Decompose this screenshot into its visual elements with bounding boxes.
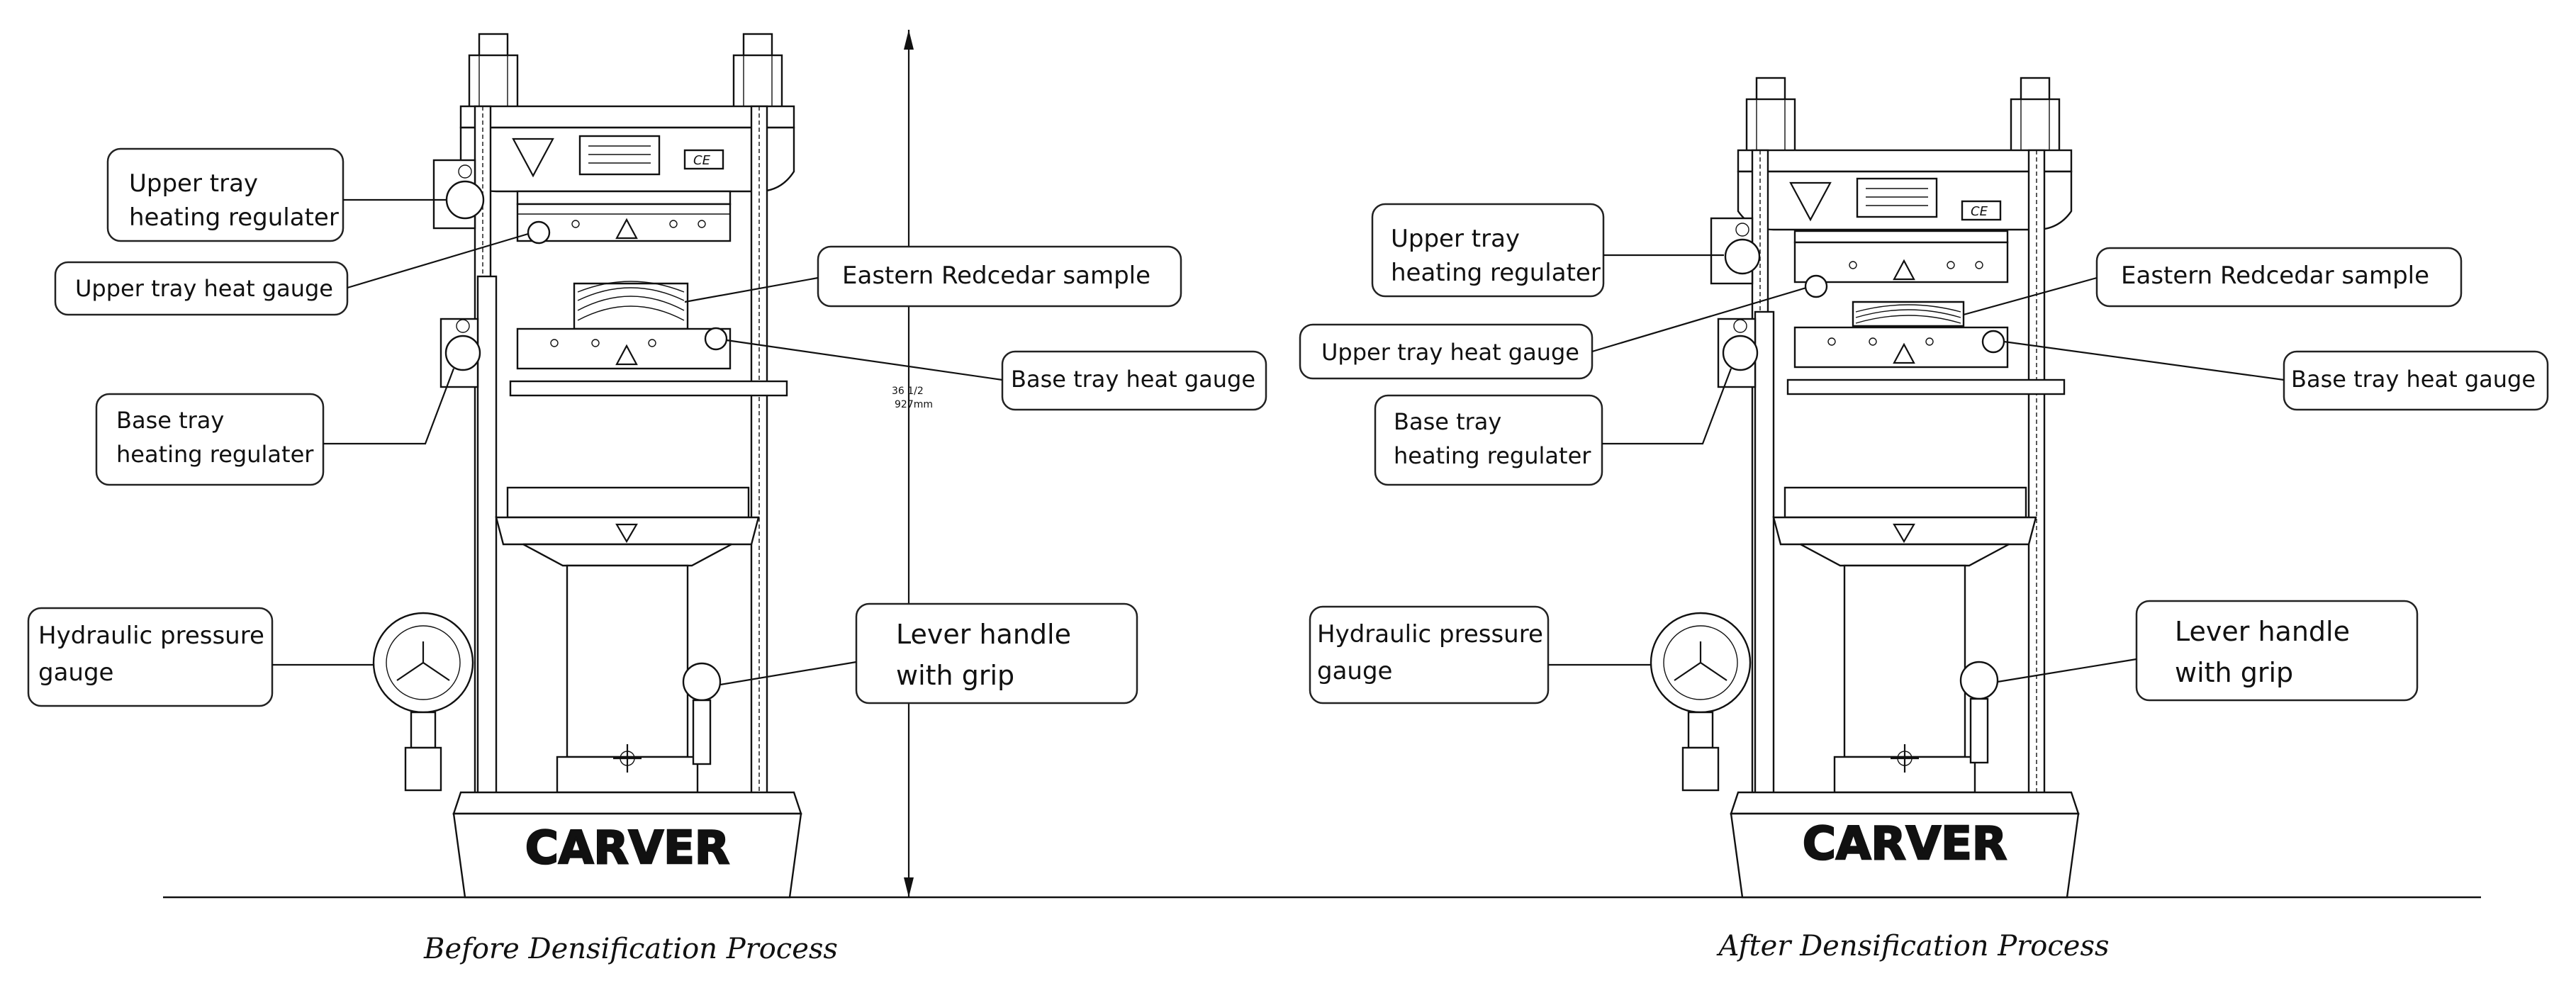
callout-base-heat-gauge: Base tray heat gauge xyxy=(2003,340,2549,411)
dimension-mm: 927mm xyxy=(895,399,933,410)
callout-lever-handle: Lever handle with grip xyxy=(719,602,1138,704)
callout-text: Upper tray xyxy=(129,169,258,198)
callout-text: heating regulater xyxy=(1391,259,1601,287)
callout-base-heating-regulator: Base tray heating regulater xyxy=(95,368,455,486)
callout-lever-handle: Lever handle with grip xyxy=(1997,600,2419,702)
dimension-value: 36 1/2 xyxy=(892,386,924,397)
press-before: CE CARVER xyxy=(372,33,802,899)
callout-text: Upper tray xyxy=(1391,225,1520,253)
callout-text: heating regulater xyxy=(1394,442,1591,469)
callout-base-heating-regulator: Base tray heating regulater xyxy=(1374,368,1732,486)
callout-text: Eastern Redcedar sample xyxy=(2121,262,2429,290)
labels-after: Upper tray heating regulater Upper tray … xyxy=(1299,203,2549,704)
callout-sample: Eastern Redcedar sample xyxy=(684,245,1182,308)
callout-text: Hydraulic pressure xyxy=(1317,620,1543,649)
callout-text: Base tray heat gauge xyxy=(2291,366,2536,393)
callout-upper-heating-regulator: Upper tray heating regulater xyxy=(1371,203,1724,298)
carver-brand: CARVER xyxy=(1803,818,2007,870)
callout-text: Upper tray heat gauge xyxy=(75,275,333,302)
caption-before: Before Densification Process xyxy=(423,933,838,965)
press-after: CE CARVER xyxy=(1650,77,2080,899)
callout-hydraulic-gauge: Hydraulic pressure gauge xyxy=(1309,605,1651,704)
callout-text: heating regulater xyxy=(129,203,339,232)
callout-text: gauge xyxy=(1317,657,1392,685)
ce-mark: CE xyxy=(693,153,711,168)
callout-text: gauge xyxy=(38,658,113,687)
callout-text: Lever handle xyxy=(896,619,1071,650)
carver-brand: CARVER xyxy=(525,822,729,875)
callout-text: Eastern Redcedar sample xyxy=(842,262,1150,290)
callout-text: Hydraulic pressure xyxy=(38,622,264,650)
caption-after: After Densification Process xyxy=(1716,930,2110,962)
callout-upper-heat-gauge: Upper tray heat gauge xyxy=(1299,286,1807,380)
height-dimension: 36 1/2 927mm xyxy=(892,30,933,897)
callout-hydraulic-gauge: Hydraulic pressure gauge xyxy=(27,607,374,707)
callout-sample: Eastern Redcedar sample xyxy=(1963,247,2463,316)
labels-before: Upper tray heating regulater Upper tray … xyxy=(27,147,1267,707)
callout-text: Lever handle xyxy=(2175,616,2350,647)
callout-text: Base tray xyxy=(116,407,224,434)
ce-mark: CE xyxy=(1971,204,1988,219)
callout-text: Base tray heat gauge xyxy=(1011,366,1255,393)
callout-text: Base tray xyxy=(1394,408,1501,435)
callout-base-heat-gauge: Base tray heat gauge xyxy=(726,339,1267,411)
callout-text: Upper tray heat gauge xyxy=(1321,339,1579,366)
callout-upper-heat-gauge: Upper tray heat gauge xyxy=(54,232,529,316)
callout-text: heating regulater xyxy=(116,441,314,468)
callout-upper-heating-regulator: Upper tray heating regulater xyxy=(106,147,447,242)
callout-text: with grip xyxy=(2175,657,2293,688)
callout-text: with grip xyxy=(896,660,1014,691)
